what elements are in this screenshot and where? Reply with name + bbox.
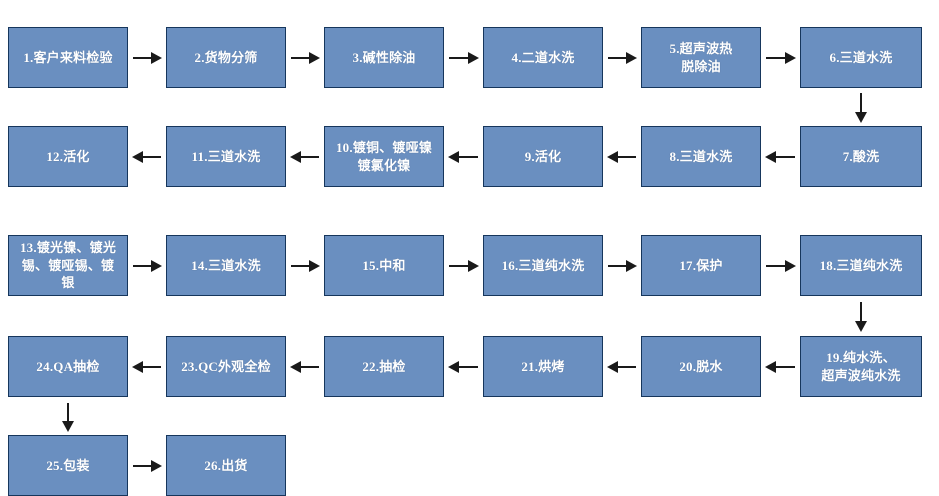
arrow-head-left-icon (448, 361, 459, 373)
connector-7-to-8 (765, 150, 795, 164)
flow-node-19[interactable]: 19.纯水洗、 超声波纯水洗 (800, 336, 922, 397)
connector-25-to-26 (133, 459, 162, 473)
arrow-shaft (766, 265, 787, 267)
flow-node-12[interactable]: 12.活化 (8, 126, 128, 187)
connector-10-to-11 (290, 150, 319, 164)
connector-14-to-15 (291, 259, 320, 273)
flow-node-26[interactable]: 26.出货 (166, 435, 286, 496)
flow-node-21[interactable]: 21.烘烤 (483, 336, 603, 397)
arrow-shaft (141, 156, 161, 158)
flow-node-4[interactable]: 4.二道水洗 (483, 27, 603, 88)
arrow-shaft (608, 265, 628, 267)
arrow-head-right-icon (151, 460, 162, 472)
arrow-head-right-icon (151, 260, 162, 272)
arrow-head-right-icon (151, 52, 162, 64)
arrow-shaft (860, 93, 862, 114)
arrow-shaft (774, 366, 795, 368)
flow-node-8[interactable]: 8.三道水洗 (641, 126, 761, 187)
arrow-head-right-icon (785, 52, 796, 64)
flow-node-2[interactable]: 2.货物分筛 (166, 27, 286, 88)
arrow-shaft (616, 366, 636, 368)
arrow-shaft (457, 366, 478, 368)
arrow-shaft (449, 265, 470, 267)
arrow-shaft (67, 403, 69, 423)
connector-17-to-18 (766, 259, 796, 273)
flow-node-17[interactable]: 17.保护 (641, 235, 761, 296)
arrow-head-left-icon (132, 151, 143, 163)
arrow-shaft (133, 265, 153, 267)
flow-node-18[interactable]: 18.三道纯水洗 (800, 235, 922, 296)
flow-node-15[interactable]: 15.中和 (324, 235, 444, 296)
arrow-head-left-icon (765, 151, 776, 163)
arrow-shaft (133, 57, 153, 59)
flow-node-5[interactable]: 5.超声波热 脱除油 (641, 27, 761, 88)
flow-node-23[interactable]: 23.QC外观全检 (166, 336, 286, 397)
arrow-shaft (774, 156, 795, 158)
arrow-shaft (133, 465, 153, 467)
arrow-head-right-icon (626, 260, 637, 272)
arrow-head-left-icon (765, 361, 776, 373)
connector-13-to-14 (133, 259, 162, 273)
arrow-shaft (616, 156, 636, 158)
flow-node-7[interactable]: 7.酸洗 (800, 126, 922, 187)
flow-node-10[interactable]: 10.镀铜、镀哑镍 镀氯化镍 (324, 126, 444, 187)
arrow-head-down-icon (62, 421, 74, 432)
flow-node-16[interactable]: 16.三道纯水洗 (483, 235, 603, 296)
connector-15-to-16 (449, 259, 479, 273)
arrow-shaft (299, 156, 319, 158)
arrow-shaft (299, 366, 319, 368)
arrow-shaft (608, 57, 628, 59)
flow-node-25[interactable]: 25.包装 (8, 435, 128, 496)
connector-22-to-23 (290, 360, 319, 374)
connector-2-to-3 (291, 51, 320, 65)
arrow-head-right-icon (626, 52, 637, 64)
connector-5-to-6 (766, 51, 796, 65)
connector-11-to-12 (132, 150, 161, 164)
connector-3-to-4 (449, 51, 479, 65)
arrow-head-right-icon (309, 52, 320, 64)
arrow-head-down-icon (855, 112, 867, 123)
connector-20-to-21 (607, 360, 636, 374)
arrow-head-right-icon (309, 260, 320, 272)
flow-node-20[interactable]: 20.脱水 (641, 336, 761, 397)
flow-node-1[interactable]: 1.客户来料检验 (8, 27, 128, 88)
arrow-head-down-icon (855, 321, 867, 332)
arrow-head-left-icon (448, 151, 459, 163)
connector-16-to-17 (608, 259, 637, 273)
connector-1-to-2 (133, 51, 162, 65)
connector-24-to-25 (61, 403, 75, 432)
arrow-head-left-icon (290, 361, 301, 373)
flow-node-9[interactable]: 9.活化 (483, 126, 603, 187)
connector-8-to-9 (607, 150, 636, 164)
arrow-shaft (449, 57, 470, 59)
flow-node-3[interactable]: 3.碱性除油 (324, 27, 444, 88)
connector-18-to-19 (854, 302, 868, 332)
arrow-head-left-icon (607, 151, 618, 163)
arrow-head-left-icon (607, 361, 618, 373)
connector-9-to-10 (448, 150, 478, 164)
connector-6-to-7 (854, 93, 868, 123)
arrow-head-left-icon (290, 151, 301, 163)
arrow-shaft (457, 156, 478, 158)
connector-4-to-5 (608, 51, 637, 65)
arrow-head-right-icon (468, 260, 479, 272)
flow-node-11[interactable]: 11.三道水洗 (166, 126, 286, 187)
arrow-head-left-icon (132, 361, 143, 373)
flow-node-6[interactable]: 6.三道水洗 (800, 27, 922, 88)
arrow-head-right-icon (785, 260, 796, 272)
connector-21-to-22 (448, 360, 478, 374)
arrow-shaft (141, 366, 161, 368)
arrow-head-right-icon (468, 52, 479, 64)
arrow-shaft (766, 57, 787, 59)
flow-node-24[interactable]: 24.QA抽检 (8, 336, 128, 397)
connector-19-to-20 (765, 360, 795, 374)
flow-node-14[interactable]: 14.三道水洗 (166, 235, 286, 296)
connector-23-to-24 (132, 360, 161, 374)
flow-node-13[interactable]: 13.镀光镍、镀光 锡、镀哑锡、镀 银 (8, 235, 128, 296)
arrow-shaft (860, 302, 862, 323)
arrow-shaft (291, 57, 311, 59)
arrow-shaft (291, 265, 311, 267)
flow-node-22[interactable]: 22.抽检 (324, 336, 444, 397)
